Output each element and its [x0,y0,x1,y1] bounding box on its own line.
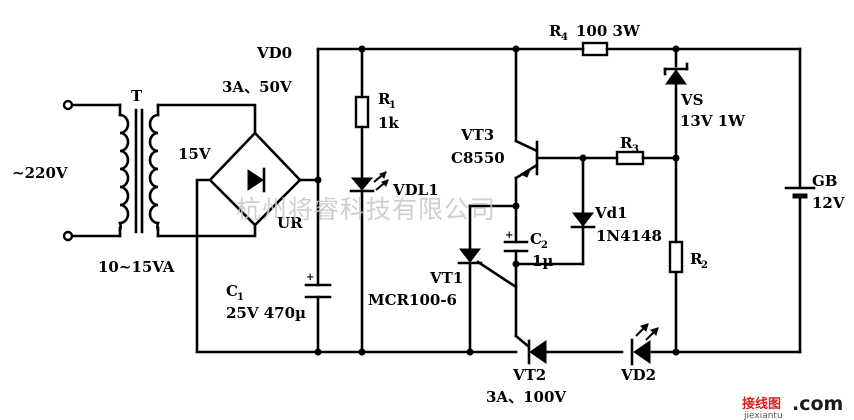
r4-sub-label: 4 [561,32,568,43]
transformer-label: T [131,87,143,105]
c2-value-label: 1µ [532,252,553,270]
secondary-wiring [156,103,257,238]
resistor-r4: R 4 100 3W [549,22,641,57]
secondary-voltage-label: 15V [178,145,211,163]
c1-value-label: 25V 470µ [226,304,306,322]
vt1-name-label: VT1 [429,269,463,287]
c2-sub-label: 2 [541,240,548,251]
vd2-name-label: VD2 [620,366,656,384]
capacitor-c2: + C 2 1µ [503,204,553,338]
r2-name-label: R [690,250,703,268]
led-vd2: VD2 [620,323,659,384]
logo-cn-text: 接线图 [742,396,781,412]
c1-name-label: C [226,282,238,300]
logo-domain-text: .com [792,393,843,415]
svg-text:+: + [306,272,314,283]
r3-name-label: R [620,134,633,152]
r3-sub-label: 3 [632,144,639,155]
ac-input-terminals: ~220V [12,99,122,242]
resistor-r1-branch: R 1 1k [354,47,399,180]
r1-value-label: 1k [378,114,399,132]
bridge-rectifier: VD0 3A、50V UR [208,44,303,232]
gb-value-label: 12V [812,194,845,212]
c1-sub-label: 1 [237,292,244,303]
c2-name-label: C [530,230,542,248]
vs-value-label: 13V 1W [680,112,746,130]
vdl1-label: VDL1 [392,181,439,199]
site-logo: 接线图 .com jiexiantu [742,393,843,420]
transformer: T 15V 10~15VA [98,87,211,276]
bridge-rating-label: 3A、50V [222,78,292,96]
r1-name-label: R [378,90,391,108]
thyristor-vt2: VT2 3A、100V [486,334,566,406]
bridge-name-label: VD0 [256,44,292,62]
battery-gb: GB 12V [784,47,845,354]
resistor-r2: R 2 [668,240,708,354]
r2-sub-label: 2 [701,260,708,271]
vd1-type-label: 1N4148 [596,227,662,245]
scr-vt1: VT1 MCR100-6 [368,204,518,354]
vt1-type-label: MCR100-6 [368,291,457,309]
vs-name-label: VS [680,91,703,109]
diode-vd1: Vd1 1N4148 [514,156,662,266]
vt2-name-label: VT2 [512,366,546,384]
vt3-name-label: VT3 [460,126,494,144]
vt2-rating-label: 3A、100V [486,388,566,406]
ac-input-label: ~220V [12,164,68,182]
vt3-type-label: C8550 [451,149,505,167]
bridge-ref-label: UR [277,214,303,232]
r4-name-label: R [549,22,562,40]
zener-vs: VS 13V 1W [663,47,746,244]
vd1-name-label: Vd1 [594,204,628,222]
svg-text:+: + [505,230,513,241]
transformer-rating-label: 10~15VA [98,258,175,276]
resistor-r3: R 3 [581,134,678,166]
led-vdl1: VDL1 [349,171,439,354]
r1-sub-label: 1 [389,100,396,111]
gb-name-label: GB [812,172,838,190]
r4-value-label: 100 3W [576,22,641,40]
logo-url-text: jiexiantu [743,411,783,420]
junction-dots [314,45,680,356]
transistor-vt3: VT3 C8550 [451,47,585,208]
capacitor-c1: + C 1 25V 470µ [226,272,332,322]
watermark-text: 杭州将睿科技有限公司 [236,195,496,224]
